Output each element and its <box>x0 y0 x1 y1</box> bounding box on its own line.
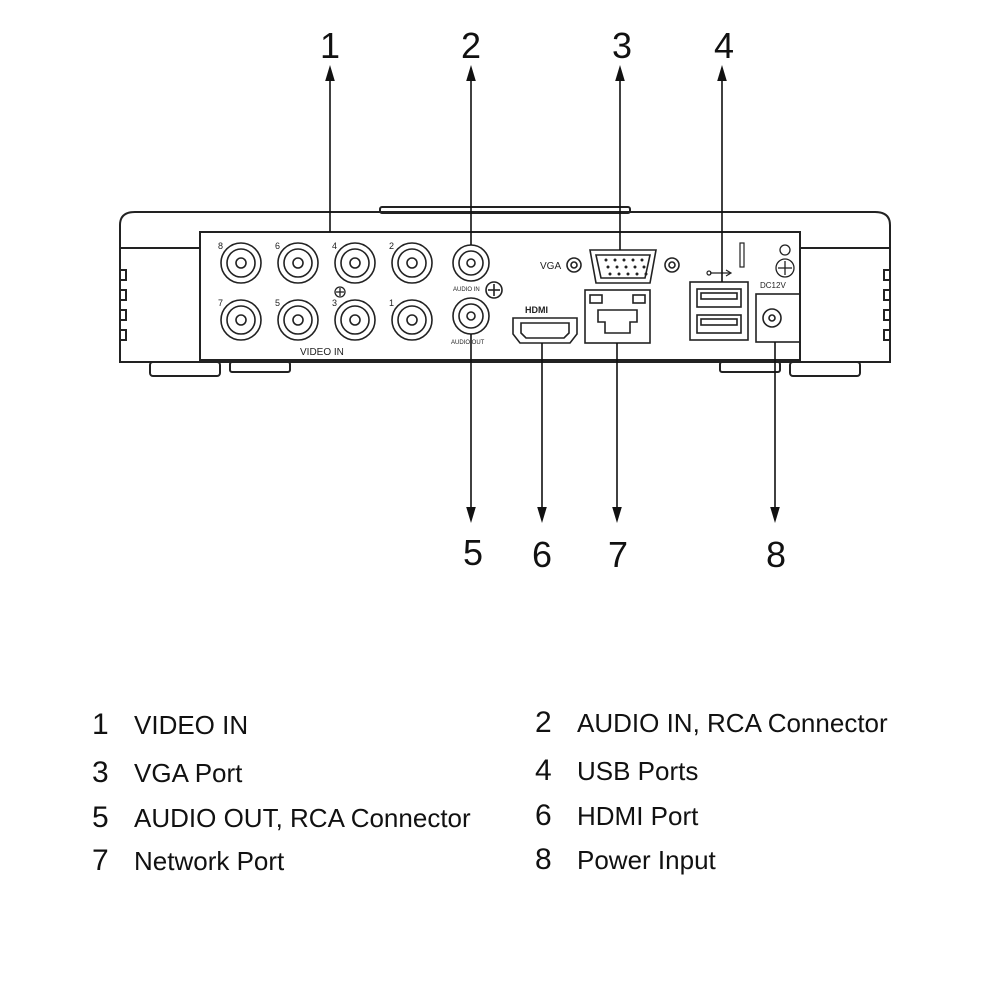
legend-label: Network Port <box>134 846 285 876</box>
vga-panel-label: VGA <box>540 261 561 272</box>
audio-in-panel-label: AUDIO IN <box>453 287 480 293</box>
bnc-label-7: 7 <box>218 298 223 308</box>
callout-7: 7 <box>608 534 628 575</box>
vga-port <box>566 249 680 284</box>
bnc-8 <box>220 242 262 284</box>
bnc-1 <box>391 299 433 341</box>
bnc-label-8: 8 <box>218 241 223 251</box>
legend-number: 6 <box>535 799 552 832</box>
legend-number: 7 <box>92 844 109 877</box>
bnc-label-4: 4 <box>332 241 337 251</box>
legend: 1 VIDEO IN 2 AUDIO IN, RCA Connector 3 V… <box>0 690 989 910</box>
callout-1: 1 <box>320 25 340 66</box>
legend-number: 1 <box>92 708 109 741</box>
dc-panel-label: DC12V <box>760 281 786 290</box>
ground-screw-icon <box>334 286 346 298</box>
network-port <box>584 289 651 344</box>
audio-in-rca <box>452 244 490 282</box>
legend-label: Power Input <box>577 845 716 875</box>
legend-label: VGA Port <box>134 758 243 788</box>
earth-ground-icon <box>775 244 795 278</box>
audio-out-rca <box>452 297 490 335</box>
hdmi-port <box>512 317 578 344</box>
callout-8: 8 <box>766 534 786 575</box>
legend-label: AUDIO OUT, RCA Connector <box>134 803 471 833</box>
chassis <box>119 206 891 377</box>
vga-pins <box>604 258 648 276</box>
bnc-4 <box>334 242 376 284</box>
callout-numbers: 1 2 3 4 5 6 7 8 <box>320 25 786 575</box>
bnc-3 <box>334 299 376 341</box>
usb-icon <box>706 242 745 277</box>
legend-number: 2 <box>535 706 552 739</box>
legend-number: 3 <box>92 756 109 789</box>
bnc-label-2: 2 <box>389 241 394 251</box>
callout-2: 2 <box>461 25 481 66</box>
bnc-number-labels: 8 6 4 2 7 5 3 1 <box>218 241 394 308</box>
bnc-connectors <box>220 242 433 341</box>
bnc-6 <box>277 242 319 284</box>
audio-out-panel-label: AUDIO OUT <box>451 340 485 346</box>
rear-panel-diagram: 8 6 4 2 7 5 3 1 VIDEO IN AUDIO IN AUDIO … <box>119 25 891 575</box>
video-in-panel-label: VIDEO IN <box>300 347 344 358</box>
bnc-label-6: 6 <box>275 241 280 251</box>
legend-number: 4 <box>535 754 552 787</box>
bnc-label-1: 1 <box>389 298 394 308</box>
callout-4: 4 <box>714 25 734 66</box>
callout-5: 5 <box>463 532 483 573</box>
callout-6: 6 <box>532 534 552 575</box>
legend-label: USB Ports <box>577 756 699 786</box>
bnc-2 <box>391 242 433 284</box>
legend-label: VIDEO IN <box>134 710 249 740</box>
legend-label: HDMI Port <box>577 801 699 831</box>
callout-3: 3 <box>612 25 632 66</box>
hdmi-panel-label: HDMI <box>525 305 548 315</box>
legend-number: 8 <box>535 843 552 876</box>
bnc-label-5: 5 <box>275 298 280 308</box>
legend-number: 5 <box>92 801 109 834</box>
bnc-7 <box>220 299 262 341</box>
callout-lines <box>325 65 780 523</box>
bnc-5 <box>277 299 319 341</box>
legend-label: AUDIO IN, RCA Connector <box>577 708 888 738</box>
bnc-label-3: 3 <box>332 298 337 308</box>
usb-ports <box>689 281 749 341</box>
audio-ground-icon <box>485 281 503 299</box>
power-port <box>755 293 801 343</box>
